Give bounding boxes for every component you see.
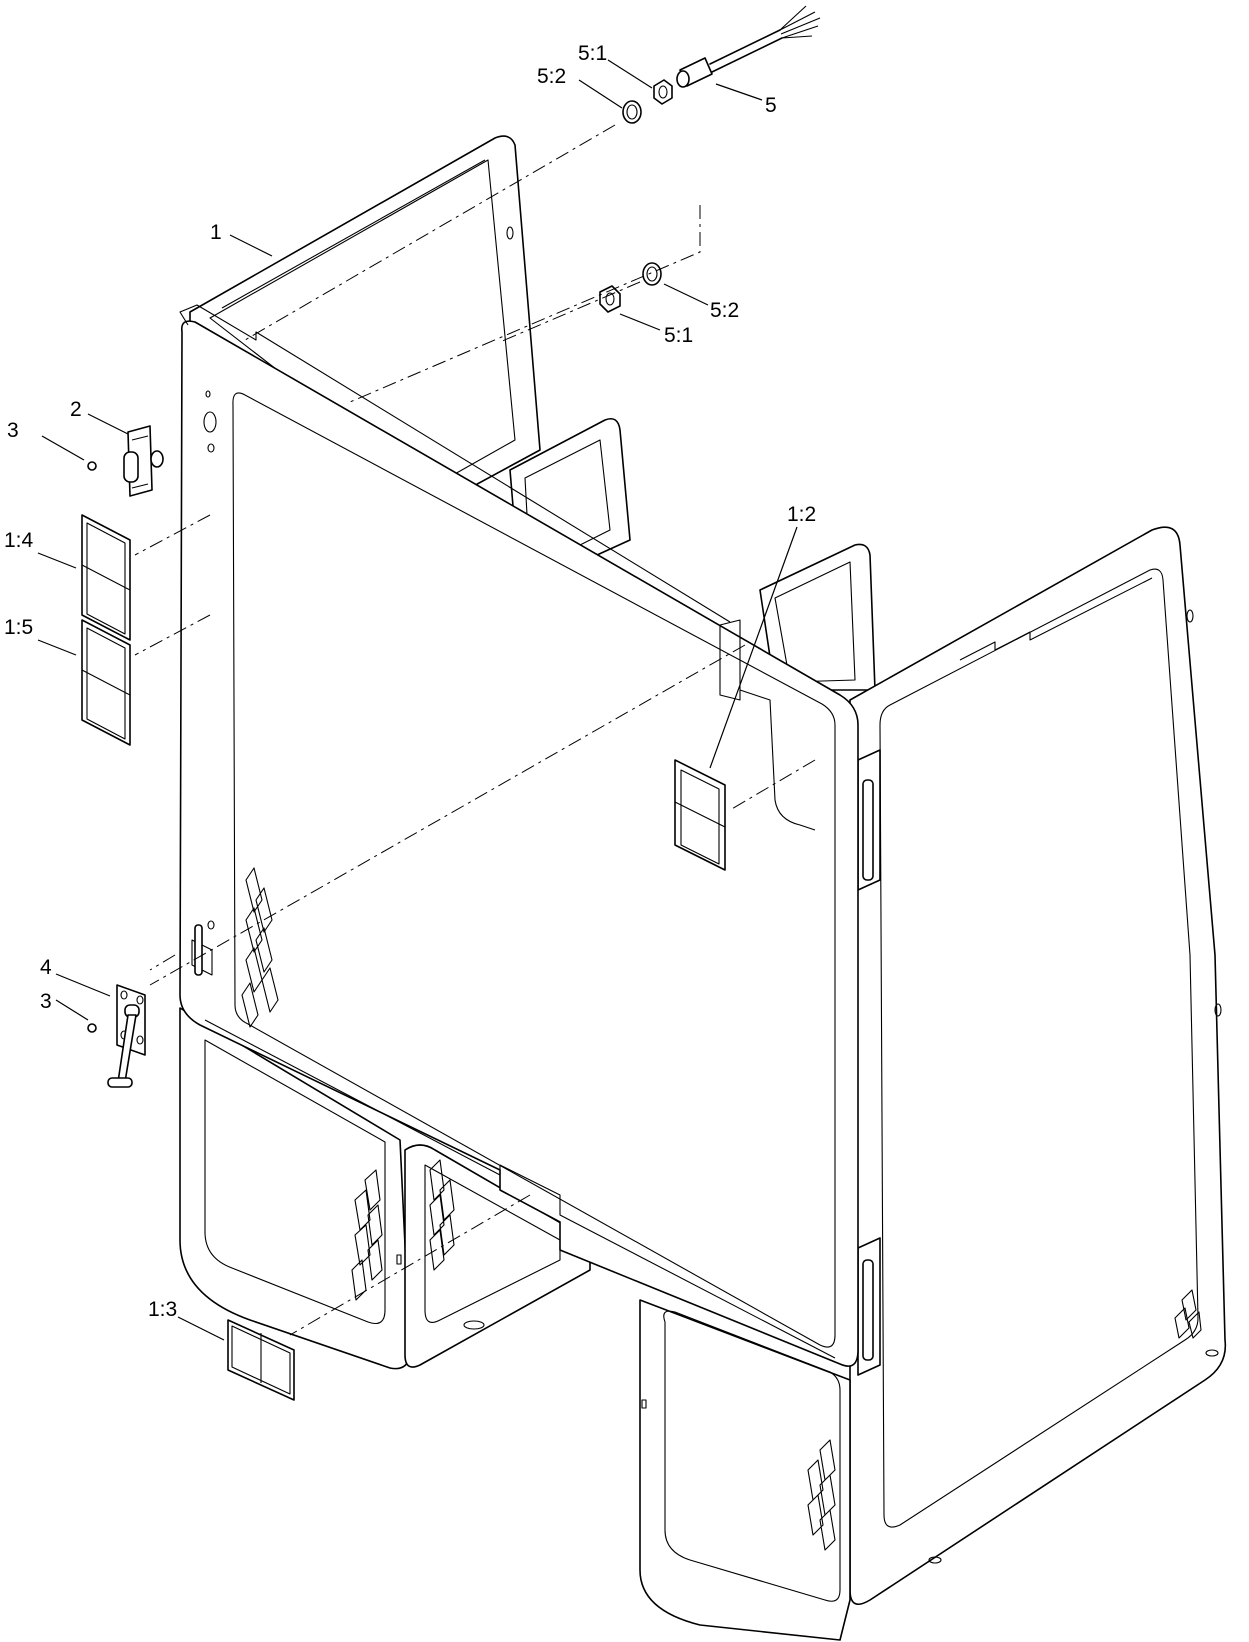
lower-right-body — [639, 1299, 851, 1641]
leader-lines — [37, 59, 798, 1341]
decal-1-2 — [674, 759, 726, 871]
callout-1-4: 1:4 — [4, 529, 34, 552]
callout-2: 2 — [70, 398, 82, 421]
callout-5-2-mid: 5:2 — [710, 299, 739, 322]
callout-1-3: 1:3 — [148, 1298, 177, 1321]
callout-5-2-top: 5:2 — [537, 65, 566, 88]
callout-labels: 5:1 5:2 5 1 5:2 5:1 2 3 1:4 1:5 1:2 4 3 … — [4, 42, 816, 1321]
callout-1-5: 1:5 — [4, 616, 33, 639]
sensor-assembly — [599, 5, 821, 313]
callout-1: 1 — [210, 221, 222, 244]
callout-3-top: 3 — [7, 419, 19, 442]
upper-latch — [123, 425, 164, 497]
right-side-door — [849, 526, 1227, 1606]
callout-5-1-mid: 5:1 — [664, 324, 693, 347]
callout-1-2: 1:2 — [787, 503, 816, 526]
decal-1-3 — [227, 1319, 295, 1401]
decal-1-5 — [81, 619, 131, 746]
main-front-panel — [179, 304, 859, 1367]
decal-1-4 — [81, 514, 131, 641]
callout-5-1-top: 5:1 — [578, 42, 607, 65]
rear-frame — [189, 135, 541, 516]
lower-left-body — [179, 1007, 591, 1370]
screws — [87, 461, 97, 1033]
callout-5: 5 — [765, 94, 777, 117]
callout-3-bottom: 3 — [40, 990, 52, 1013]
callout-4: 4 — [40, 956, 52, 979]
lower-latch — [107, 984, 146, 1088]
assembly-centerlines — [134, 124, 816, 1336]
